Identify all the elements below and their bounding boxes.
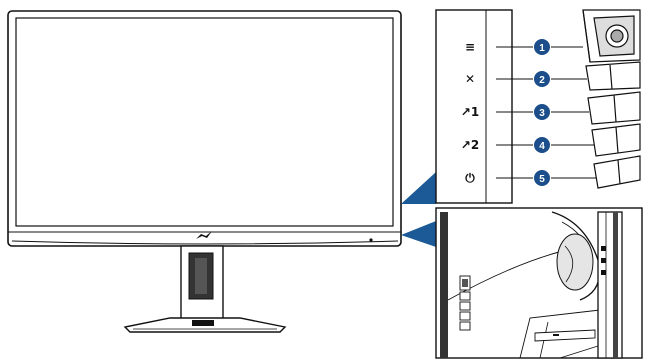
power-led-icon <box>369 238 373 242</box>
callout-badge <box>534 170 550 186</box>
svg-text:3: 3 <box>539 108 545 119</box>
power-icon: ⏻ <box>465 171 475 185</box>
callout-arrow-upper <box>401 172 436 204</box>
monitor-stand <box>123 245 287 333</box>
control-row: ↗1 3 <box>461 104 589 120</box>
control-row: ≡ 1 <box>465 39 583 55</box>
monitor-screen <box>15 17 394 227</box>
callout-badge <box>534 137 550 153</box>
callout-badge <box>534 104 550 120</box>
control-row: ⏻ 5 <box>465 170 596 186</box>
monitor <box>7 10 402 333</box>
svg-text:4: 4 <box>539 141 545 152</box>
control-row: ↗2 4 <box>461 137 594 153</box>
rear-detail-inset <box>435 207 643 359</box>
callout-badge <box>534 71 550 87</box>
control-button-panel <box>435 9 513 204</box>
close-icon: ✕ <box>465 72 475 86</box>
shortcut-2-icon: ↗2 <box>461 138 479 152</box>
callout-arrow-lower <box>401 221 436 247</box>
callout-badge <box>534 39 550 55</box>
svg-text:2: 2 <box>539 75 545 86</box>
menu-icon: ≡ <box>465 40 475 54</box>
control-row: ✕ 2 <box>465 71 587 87</box>
svg-text:5: 5 <box>539 174 545 185</box>
rog-logo-icon <box>196 231 212 239</box>
gameplus-shortcut-1-icon: ↗1 <box>461 105 479 119</box>
svg-text:1: 1 <box>539 43 545 54</box>
button-side-view <box>582 9 641 189</box>
